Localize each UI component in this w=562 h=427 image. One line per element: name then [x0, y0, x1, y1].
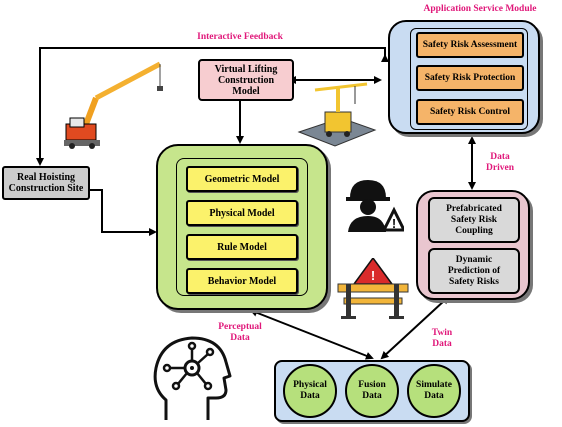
perceptual-line2: Data [230, 333, 250, 343]
real-site-box: Real Hoisting Construction Site [2, 166, 90, 200]
virtual-lifting-model-box: Virtual Lifting Construction Model [198, 59, 294, 101]
prefabricated-risk-coupling: Prefabricated Safety Risk Coupling [428, 197, 520, 243]
behavior-model: Behavior Model [186, 268, 298, 294]
physical-data-line2: Data [300, 391, 320, 401]
crane-icon [64, 61, 163, 149]
feedback-arrow-up [36, 47, 386, 166]
safety-risk-assessment: Safety Risk Assessment [416, 32, 524, 58]
coupling-line1: Prefabricated [446, 203, 502, 214]
perceptual-data-label: Perceptual Data [210, 322, 270, 344]
physical-data-circle: Physical Data [283, 364, 337, 418]
simulate-data-line2: Data [424, 391, 444, 401]
coupling-line2: Safety Risk [450, 214, 498, 225]
rule-model: Rule Model [186, 234, 298, 260]
virtual-model-line3: Model [232, 85, 260, 97]
data-driven-line1: Data [490, 152, 510, 162]
fusion-data-line2: Data [362, 391, 382, 401]
dynamic-risk-prediction: Dynamic Prediction of Safety Risks [428, 248, 520, 294]
geometric-model: Geometric Model [186, 166, 298, 192]
dynamic-line3: Safety Risks [449, 276, 499, 287]
fusion-data-line1: Fusion [358, 380, 386, 390]
app-service-module-title: Application Service Module [423, 4, 537, 14]
twin-line2: Data [432, 339, 452, 349]
svg-text:!: ! [371, 268, 375, 283]
real-site-arrow [90, 189, 157, 236]
brain-head-icon [153, 336, 232, 420]
physical-model: Physical Model [186, 200, 298, 226]
svg-text:!: ! [392, 216, 396, 231]
virtual-model-line2: Construction [217, 74, 275, 86]
data-driven-line2: Driven [486, 163, 514, 173]
physical-data-line1: Physical [293, 380, 327, 390]
safety-risk-protection: Safety Risk Protection [416, 65, 524, 91]
perceptual-line1: Perceptual [218, 322, 262, 332]
virtual-model-inner-frame [176, 158, 308, 296]
fusion-data-circle: Fusion Data [345, 364, 399, 418]
twin-line1: Twin [431, 328, 453, 338]
real-site-line2: Construction Site [8, 183, 84, 194]
simulate-data-circle: Simulate Data [407, 364, 461, 418]
data-driven-label: Data Driven [480, 152, 520, 174]
worker-warning-icon: ! [346, 180, 404, 232]
dynamic-line1: Dynamic [455, 254, 493, 265]
safety-risk-control: Safety Risk Control [416, 99, 524, 125]
simulate-data-line1: Simulate [416, 380, 452, 390]
app-service-inner-frame [410, 28, 528, 130]
real-site-line1: Real Hoisting [16, 172, 76, 183]
interactive-feedback-label: Interactive Feedback [197, 32, 283, 42]
tower-crane-model-icon [297, 82, 377, 147]
twin-data-label: Twin Data [422, 328, 462, 350]
dynamic-line2: Prediction of [447, 265, 501, 276]
coupling-line3: Coupling [455, 225, 493, 236]
perceptual-arrow [249, 309, 374, 360]
barrier-warning-icon: ! [337, 258, 409, 319]
twin-arrow [380, 295, 450, 360]
virtual-model-line1: Virtual Lifting [214, 63, 278, 75]
